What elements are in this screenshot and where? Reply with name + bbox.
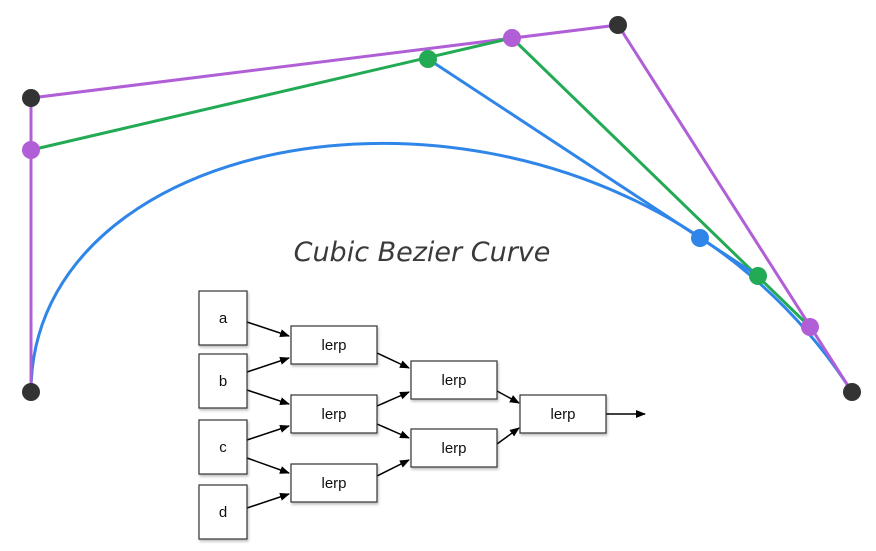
lerp-box-final: lerp — [519, 394, 607, 434]
lerp-flow-arrows — [246, 321, 646, 509]
second-level-polygon — [30, 36, 812, 329]
lerp-label: lerp — [321, 337, 346, 354]
input-label-d: d — [219, 504, 227, 521]
lerp-label: lerp — [550, 406, 575, 423]
curve-point — [691, 229, 709, 247]
input-box-b: b — [198, 353, 248, 409]
control-point-p2 — [609, 16, 627, 34]
input-label-a: a — [219, 310, 228, 327]
lerp-point-bc — [503, 29, 521, 47]
lerp-point-cd — [801, 318, 819, 336]
lerp-box-cd: lerp — [290, 463, 378, 503]
control-point-p3 — [843, 383, 861, 401]
lerp-box-ab: lerp — [290, 325, 378, 365]
lerp-label: lerp — [441, 440, 466, 457]
lerp-box-bcd: lerp — [410, 428, 498, 468]
lerp-box-abc: lerp — [410, 360, 498, 400]
input-box-d: d — [198, 484, 248, 540]
control-point-p1 — [22, 89, 40, 107]
lerp-label: lerp — [321, 475, 346, 492]
input-label-b: b — [219, 373, 227, 390]
lerp-point-abc — [419, 50, 437, 68]
control-polygon — [29, 23, 854, 393]
input-box-c: c — [198, 419, 248, 475]
lerp-box-bc: lerp — [290, 394, 378, 434]
lerp-label: lerp — [441, 372, 466, 389]
lerp-point-ab — [22, 141, 40, 159]
control-point-p0 — [22, 383, 40, 401]
input-box-a: a — [198, 290, 248, 346]
diagram-title: Cubic Bezier Curve — [294, 237, 551, 268]
lerp-label: lerp — [321, 406, 346, 423]
lerp-point-bcd — [749, 267, 767, 285]
input-label-c: c — [219, 439, 227, 456]
